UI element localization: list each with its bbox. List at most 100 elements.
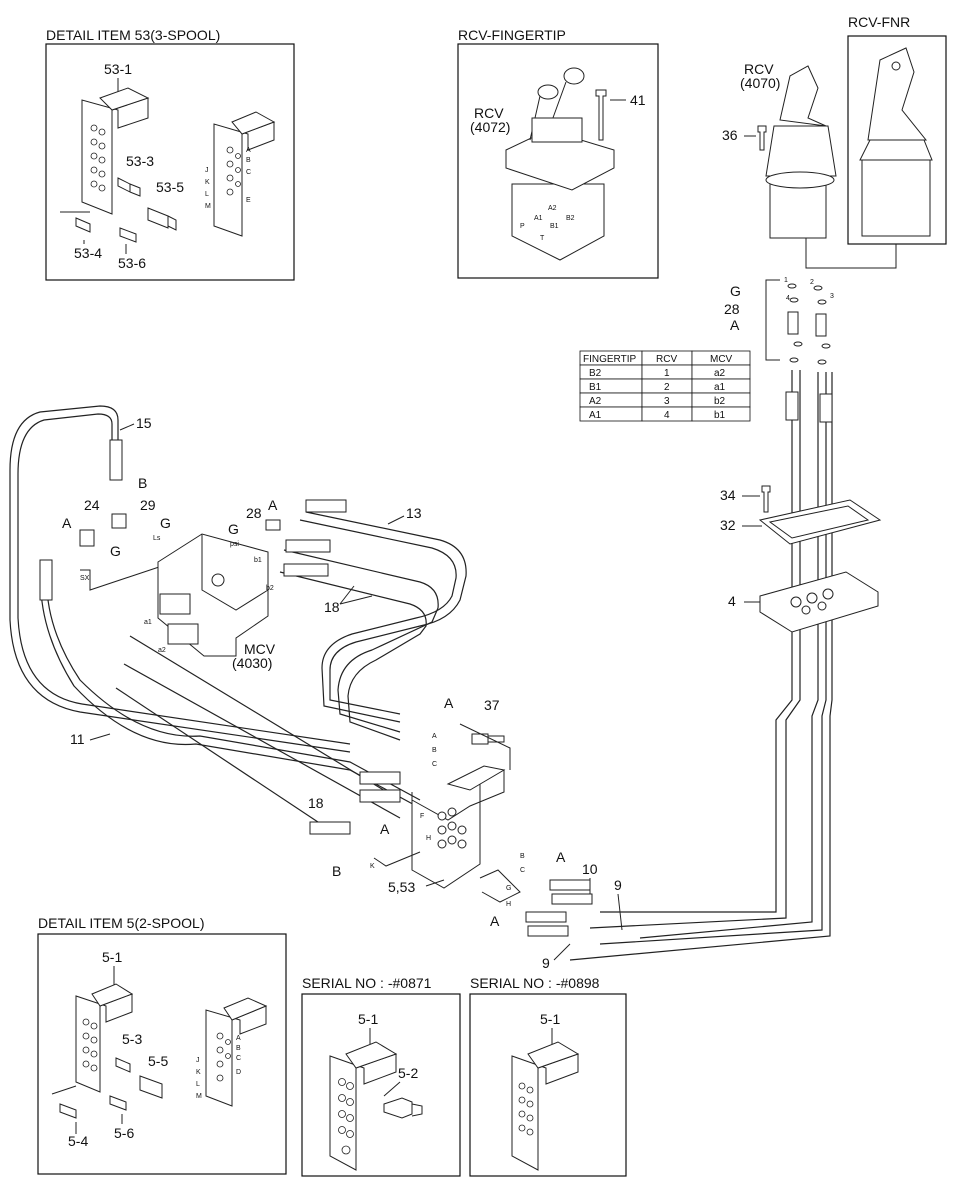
- fnr-joystick: [859, 47, 933, 237]
- table-cell: a1: [714, 382, 726, 393]
- table-cell: 1: [664, 368, 670, 379]
- fitting-5-4: [59, 1103, 77, 1119]
- label-28: 28: [246, 505, 262, 521]
- label-5-5: 5-5: [148, 1053, 168, 1069]
- port-num-4: 4: [786, 295, 790, 302]
- port-num-2: 2: [810, 279, 814, 286]
- svg-text:C: C: [246, 169, 251, 176]
- label-5-4: 5-4: [68, 1133, 88, 1149]
- main-joystick: [765, 65, 837, 239]
- mcv-valve: [157, 533, 269, 657]
- label-29: 29: [140, 497, 156, 513]
- port-g-label: G: [730, 283, 741, 299]
- svg-text:P: P: [520, 223, 525, 230]
- svg-text:A2: A2: [548, 205, 557, 212]
- label-5-3: 5-3: [122, 1031, 142, 1047]
- port-f: F: [420, 813, 424, 820]
- svg-text:B1: B1: [550, 223, 559, 230]
- label-53-4: 53-4: [74, 245, 102, 261]
- table-cell: B1: [589, 382, 602, 393]
- port-b1: b1: [254, 557, 262, 564]
- port-sx: SX: [80, 575, 90, 582]
- port-num-3: 3: [830, 293, 834, 300]
- port-num-1: 1: [784, 277, 788, 284]
- svg-text:E: E: [246, 197, 251, 204]
- detail53-box: [45, 43, 295, 281]
- bolt-36: [757, 125, 767, 151]
- svg-text:A: A: [432, 733, 437, 740]
- svg-text:D: D: [236, 1069, 241, 1076]
- label-5-1: 5-1: [102, 949, 122, 965]
- label-53-5: 53-5: [156, 179, 184, 195]
- fitting-28: [265, 519, 281, 531]
- bolt-41: [595, 89, 607, 141]
- serial1-box: [301, 993, 461, 1177]
- detail5-title: DETAIL ITEM 5(2-SPOOL): [38, 915, 204, 931]
- label-a-bot: A: [490, 913, 500, 929]
- fitting-53-3: [117, 177, 141, 197]
- svg-text:A: A: [246, 147, 251, 154]
- fingertip-title: RCV-FINGERTIP: [458, 27, 566, 43]
- detail53-title: DETAIL ITEM 53(3-SPOOL): [46, 27, 220, 43]
- hose-11: [39, 559, 421, 809]
- bracket-serial2: [511, 1041, 580, 1171]
- port-c2-letter: C: [520, 867, 525, 874]
- label-18-top: 18: [324, 599, 340, 615]
- fitting-53-4: [75, 217, 91, 233]
- svg-text:M: M: [196, 1093, 202, 1100]
- label-a-low: A: [380, 821, 390, 837]
- fnr-box: [847, 35, 947, 245]
- fingertip-rcv: RCV: [474, 105, 504, 121]
- port-psi: psi: [230, 541, 239, 548]
- fnr-code: (4070): [740, 75, 780, 91]
- label-11: 11: [70, 731, 85, 747]
- table-cell: b2: [714, 396, 726, 407]
- bracket-53-side: AB CE JK LM: [205, 111, 276, 237]
- plate-32: [758, 499, 882, 545]
- port-28-label: 28: [724, 301, 740, 317]
- label-36: 36: [722, 127, 738, 143]
- serial2-title: SERIAL NO : -#0898: [470, 975, 600, 991]
- table-cell: 4: [664, 410, 670, 421]
- label-13: 13: [406, 505, 422, 521]
- serial1-title: SERIAL NO : -#0871: [302, 975, 432, 991]
- fittings-10-9: [525, 879, 593, 937]
- port-ls: Ls: [153, 535, 161, 542]
- bracket-5-53: [411, 765, 506, 889]
- svg-text:C: C: [236, 1055, 241, 1062]
- hose-18-low: [115, 635, 401, 835]
- bracket-serial1: [329, 1041, 398, 1171]
- port-a2: a2: [158, 647, 166, 654]
- label-32: 32: [720, 517, 736, 533]
- plate-4-holes: [790, 588, 834, 615]
- label-53-3: 53-3: [126, 153, 154, 169]
- label-53-6: 53-6: [118, 255, 146, 271]
- fingertip-code: (4072): [470, 119, 510, 135]
- label-a-right: A: [556, 849, 566, 865]
- table-header-mcv: MCV: [710, 354, 733, 365]
- label-b-top: B: [138, 475, 147, 491]
- port-a-label: A: [730, 317, 740, 333]
- port-letters-top: A B C: [432, 733, 437, 768]
- table-cell: 2: [664, 382, 670, 393]
- svg-text:J: J: [205, 167, 209, 174]
- fitting-53-5: [147, 207, 177, 231]
- bracket-53-1: [81, 87, 150, 215]
- svg-text:B: B: [432, 747, 437, 754]
- label-g-right: G: [110, 543, 121, 559]
- mcv-label: MCV: [244, 641, 276, 657]
- bracket-5-side: AB CD JK LM: [196, 997, 268, 1107]
- table-cell: 3: [664, 396, 670, 407]
- fittings-24-29: [79, 513, 127, 547]
- table-cell: B2: [589, 368, 602, 379]
- label-a-mid: A: [444, 695, 454, 711]
- table-cell: a2: [714, 368, 726, 379]
- label-a-left: A: [62, 515, 72, 531]
- label-g-mid: G: [228, 521, 239, 537]
- detail5-box: [37, 933, 287, 1175]
- label-53-1: 53-1: [104, 61, 132, 77]
- port-b2: b2: [266, 585, 274, 592]
- mcv-code: (4030): [232, 655, 272, 671]
